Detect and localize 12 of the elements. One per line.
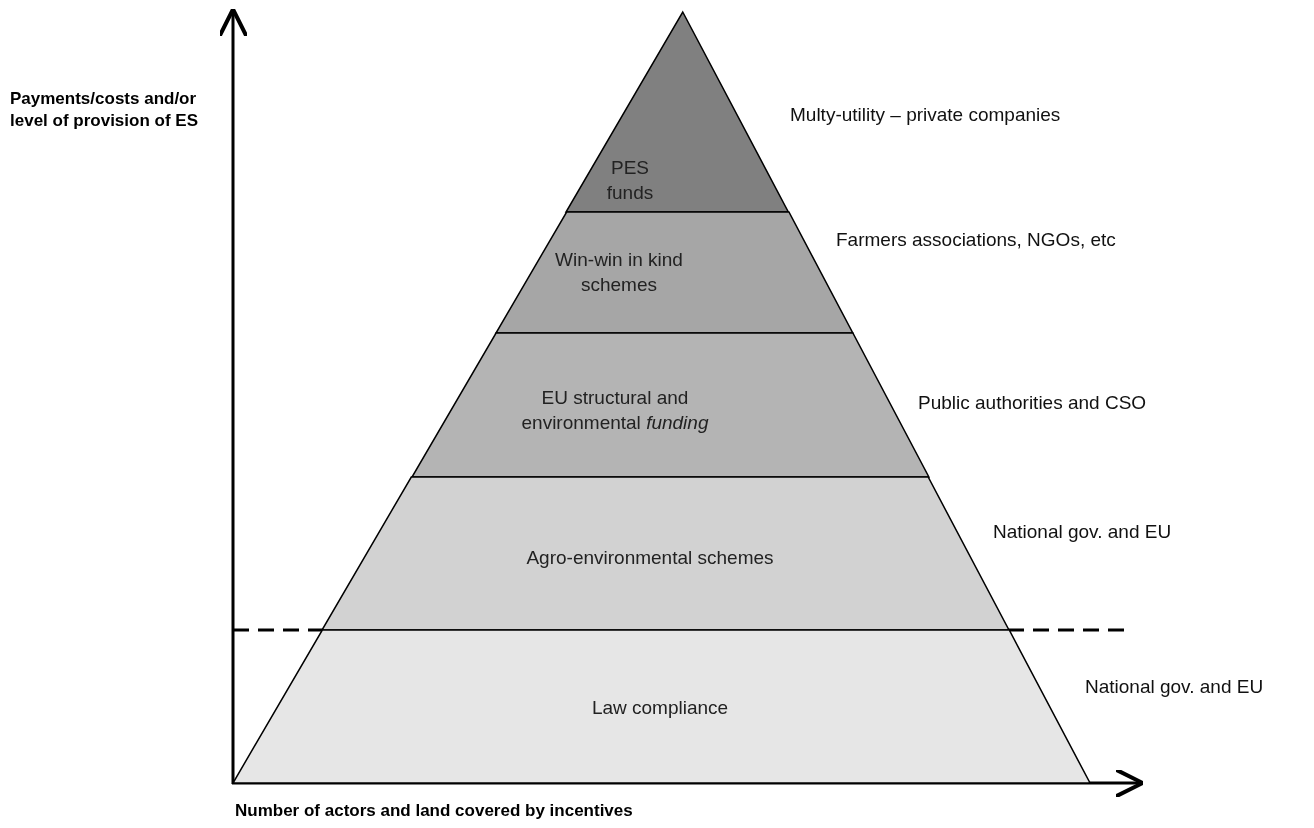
- actor-label: National gov. and EU: [993, 521, 1172, 543]
- y-axis-title: Payments/costs and/or level of provision of ES: [10, 88, 199, 133]
- actor-label: Public authorities and CSO: [918, 392, 1147, 414]
- actor-label: Multy-utility – private companies: [790, 104, 1061, 126]
- tier-label: Law compliance: [590, 696, 730, 720]
- actor-label: National gov. and EU: [1085, 676, 1264, 698]
- tier-label: EU structural and environmental funding: [520, 386, 710, 435]
- tier-label: Win-win in kind schemes: [554, 248, 684, 297]
- tier-label: Agro-environmental schemes: [525, 546, 775, 570]
- x-axis-title: Number of actors and land covered by incentives: [235, 800, 634, 822]
- tier-label: PES funds: [605, 156, 655, 205]
- actor-label: Farmers associations, NGOs, etc: [836, 229, 1116, 251]
